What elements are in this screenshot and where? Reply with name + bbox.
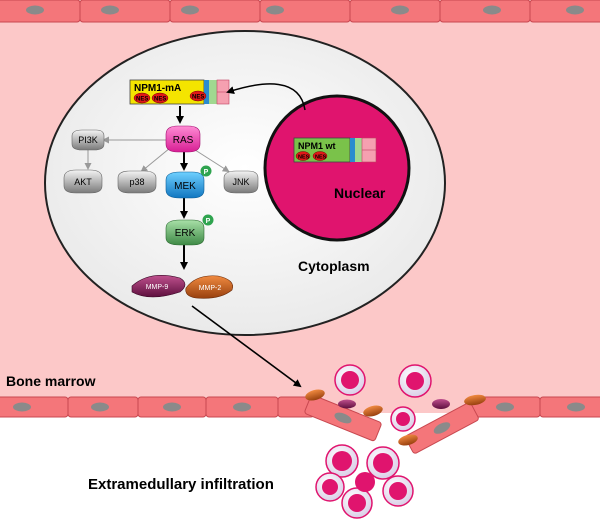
- npm1-wt-label: NPM1 wt: [298, 141, 336, 151]
- npm1-ma-nes-1: NES: [136, 97, 148, 103]
- jnk-label: JNK: [232, 177, 249, 187]
- erk-node: ERK P: [165, 214, 214, 246]
- npm1-ma-nes-2: NES: [154, 97, 166, 103]
- jnk-node: JNK: [223, 170, 259, 194]
- ras-node: RAS: [165, 125, 201, 153]
- nucleus-label: Nuclear: [334, 185, 386, 201]
- cytoplasm-label: Cytoplasm: [298, 258, 370, 274]
- npm1-ma-protein: NPM1-mA NES NES NES: [129, 79, 230, 105]
- nucleus: [263, 94, 411, 242]
- bone-marrow-label: Bone marrow: [6, 373, 96, 389]
- p38-label: p38: [129, 177, 144, 187]
- nuclear-export-arrow: [226, 83, 306, 111]
- erk-phospho-label: P: [206, 218, 211, 225]
- pi3k-node: PI3K: [71, 129, 105, 151]
- akt-label: AKT: [74, 177, 92, 187]
- erk-label: ERK: [175, 228, 196, 239]
- mmp2-label: MMP-2: [199, 285, 222, 292]
- npm1-ma-label: NPM1-mA: [134, 83, 181, 94]
- arrow-ras-p38: [140, 147, 171, 173]
- erk-phospho-icon: [202, 214, 214, 226]
- akt-node: AKT: [63, 169, 103, 194]
- mek-phospho-label: P: [204, 169, 209, 176]
- mek-phospho-icon: [200, 165, 212, 177]
- mek-node: MEK P: [165, 165, 212, 199]
- extramedullary-infiltration-label: Extramedullary infiltration: [88, 476, 274, 493]
- top-endothelium: [0, 0, 600, 23]
- ras-label: RAS: [173, 135, 194, 146]
- bottom-endothelium: [0, 396, 600, 418]
- mmp9-node: MMP-9: [131, 275, 186, 298]
- leukemic-cells: [315, 364, 432, 519]
- npm1-ma-nes-3: NES: [192, 95, 204, 101]
- npm1-wt-nes-2: NES: [315, 155, 327, 161]
- migrating-mmps: [305, 389, 486, 446]
- mmp9-label: MMP-9: [146, 284, 169, 291]
- pi3k-label: PI3K: [78, 135, 98, 145]
- p38-node: p38: [117, 170, 157, 194]
- infiltration-arrow: [191, 305, 302, 388]
- npm1-wt-nes-1: NES: [298, 155, 310, 161]
- arrow-ras-jnk: [191, 147, 230, 173]
- disrupted-endothelium: [304, 394, 479, 454]
- mek-label: MEK: [174, 181, 196, 192]
- npm1-wt-protein: NPM1 wt NES NES: [293, 137, 377, 163]
- mmp2-node: MMP-2: [185, 275, 233, 299]
